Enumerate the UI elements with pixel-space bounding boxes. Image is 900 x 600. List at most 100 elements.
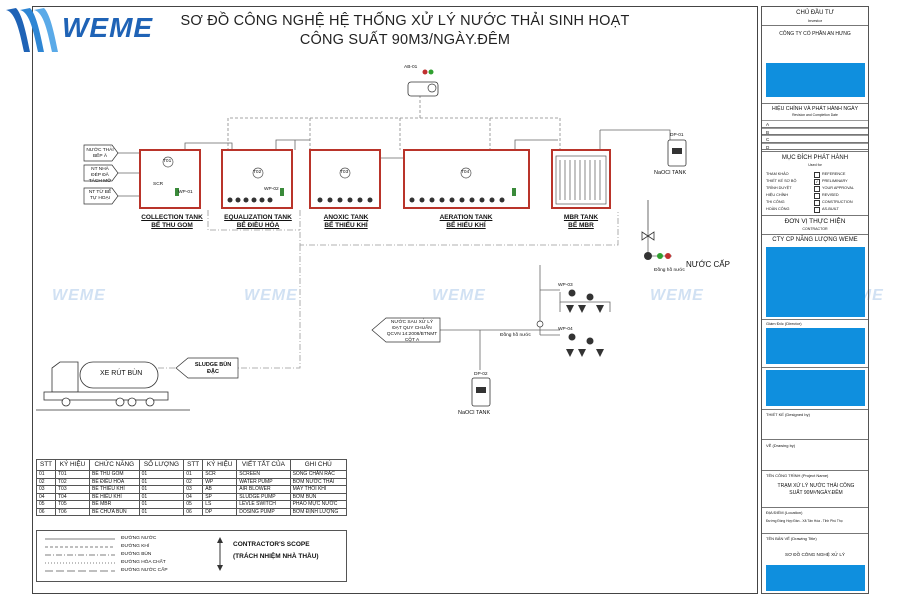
purpose-heading: MỤC ĐÍCH PHÁT HÀNH: [781, 155, 849, 161]
tank-code: T04: [461, 170, 470, 175]
table-cell: 05: [183, 500, 204, 509]
contractor-heading-en: CONTRACTOR: [802, 227, 828, 231]
inlet-label: NT NHÀ ĐÉP ĐÃ TÁCH MỠ: [88, 167, 112, 184]
table-cell: BỂ CHỨA BÙN: [89, 507, 140, 516]
pump-label: WP-02: [264, 187, 279, 192]
screen-label: SCR: [153, 182, 164, 187]
table-cell: 04: [36, 492, 56, 501]
table-cell: 03: [183, 485, 204, 494]
inlet-label: NT TỪ BỂ TỰ HOẠI: [88, 190, 112, 201]
purpose-checkbox[interactable]: [814, 193, 820, 199]
outlet-arrow: [371, 317, 441, 343]
drawing-frame: [32, 6, 758, 594]
purpose-checkbox[interactable]: [814, 186, 820, 192]
naocl-tank-label: NaOCl TANK: [458, 410, 491, 416]
water-meter-label: Đồng hồ nước: [500, 333, 531, 338]
legend-table: STT KÝ HIỆU CHỨC NĂNG SỐ LƯỢNG STT KÝ HI…: [36, 459, 348, 516]
logo-text: WEME: [62, 12, 154, 43]
drawing-number-area: [766, 565, 865, 591]
table-cell: T06: [54, 507, 91, 516]
investor-logo-area: [766, 63, 865, 97]
project-label: TÊN CÔNG TRÌNH (Project Name): [766, 473, 829, 478]
table-cell: SONG CHẮN RÁC: [289, 470, 348, 479]
purpose-checkbox[interactable]: [814, 172, 820, 178]
purpose-label-en: CONSTRUCTION: [822, 200, 853, 204]
purpose-checkbox[interactable]: ✓: [814, 179, 820, 185]
revision-code: D: [766, 144, 770, 150]
table-cell: 05: [36, 500, 56, 509]
table-cell: 03: [36, 485, 56, 494]
revision-row: A: [762, 120, 868, 128]
anoxic-tank: [309, 149, 381, 209]
air-lines: [227, 95, 561, 150]
purpose-label-vi: HIỆU CHỈNH: [766, 193, 789, 197]
revision-heading-en: Revision and Completion Date: [792, 113, 838, 117]
purpose-label-vi: HOÀN CÔNG: [766, 207, 790, 211]
legend-label: ĐƯỜNG BÙN: [121, 552, 152, 557]
company-logo: WEME: [2, 4, 172, 56]
table-cell: WATER PUMP: [236, 477, 291, 486]
table-cell: SLUDGE PUMP: [236, 492, 291, 501]
revision-row: D: [762, 142, 868, 150]
tank-code: T03: [340, 170, 349, 175]
purpose-label-vi: THIẾT KẾ SƠ BỘ: [766, 179, 797, 183]
transfer-pumps-icon: [536, 289, 604, 357]
purpose-checkbox[interactable]: [814, 200, 820, 206]
dosing-pump-label: DP-02: [474, 372, 488, 377]
scope-label: CONTRACTOR'S SCOPE: [233, 541, 310, 548]
pump-label: WP-03: [558, 283, 573, 288]
table-cell: DP: [202, 507, 238, 516]
naocl-tank-label: NaOCl TANK: [654, 170, 687, 176]
table-cell: SCREEN: [236, 470, 291, 479]
title-block: CHỦ ĐẦU TƯ Investor CÔNG TY CỔ PHẦN AN H…: [761, 6, 869, 594]
designed-by-label: THIẾT KẾ (Designed by): [766, 412, 810, 417]
sludge-truck-icon: [36, 361, 190, 411]
drawn-by-label: VẼ (Drawing by): [766, 443, 796, 448]
naocl-tank-2-icon: [471, 377, 491, 407]
watermark: WEME: [244, 287, 298, 304]
purpose-heading-en: Used for: [808, 163, 822, 167]
table-cell: 02: [183, 477, 204, 486]
table-header: KÝ HIỆU: [202, 459, 238, 471]
water-meter-label: Đồng hồ nước: [654, 268, 685, 273]
sludge-arrow: [175, 357, 239, 379]
truck-label: XE RÚT BÙN: [100, 370, 143, 377]
reviewer-signature-area: [766, 370, 865, 406]
director-signature-area: [766, 328, 865, 364]
purpose-label-en: REVISED: [822, 193, 839, 197]
investor-heading: CHỦ ĐẦU TƯ: [796, 10, 834, 16]
air-blower-icon: [407, 69, 439, 97]
table-cell: 06: [183, 507, 204, 516]
table-cell: 01: [138, 492, 185, 501]
table-cell: MÁY THỔI KHÍ: [289, 485, 348, 494]
table-header-row: STT KÝ HIỆU CHỨC NĂNG SỐ LƯỢNG STT KÝ HI…: [36, 459, 348, 471]
investor-name: CÔNG TY CỔ PHẦN AN HƯNG: [779, 31, 851, 37]
sludge-lines: [150, 210, 619, 369]
purpose-label-en: REFERENCE: [822, 172, 846, 176]
table-cell: AB: [202, 485, 238, 494]
table-cell: T03: [54, 485, 91, 494]
purpose-checkbox[interactable]: [814, 207, 820, 213]
project-name: TRẠM XỬ LÝ NƯỚC THẢI CÔNG SUẤT 90M³/NGÀY…: [777, 483, 855, 496]
table-header: SỐ LƯỢNG: [138, 459, 185, 471]
contractor-name: CTY CP NĂNG LƯỢNG WEME: [772, 237, 858, 243]
table-header: GHI CHÚ: [289, 459, 348, 471]
table-cell: BỂ THIẾU KHÍ: [89, 485, 140, 494]
pump-label: WP-01: [178, 190, 193, 195]
table-cell: 01: [183, 470, 204, 479]
table-cell: BỂ MBR: [89, 500, 140, 509]
revision-code: B: [766, 129, 770, 135]
revision-code: C: [766, 137, 770, 142]
table-cell: T05: [54, 500, 91, 509]
location-label: ĐỊA ĐIỂM (Location): [766, 510, 803, 515]
blower-label: AB-01: [404, 65, 418, 70]
purpose-label-en: PRELIMINARY: [822, 179, 848, 183]
table-header: STT: [183, 459, 204, 471]
drawing-name: SƠ ĐỒ CÔNG NGHỆ XỬ LÝ: [785, 552, 845, 557]
table-cell: BƠM BÙN: [289, 492, 348, 501]
table-cell: 01: [138, 485, 185, 494]
table-cell: T02: [54, 477, 91, 486]
